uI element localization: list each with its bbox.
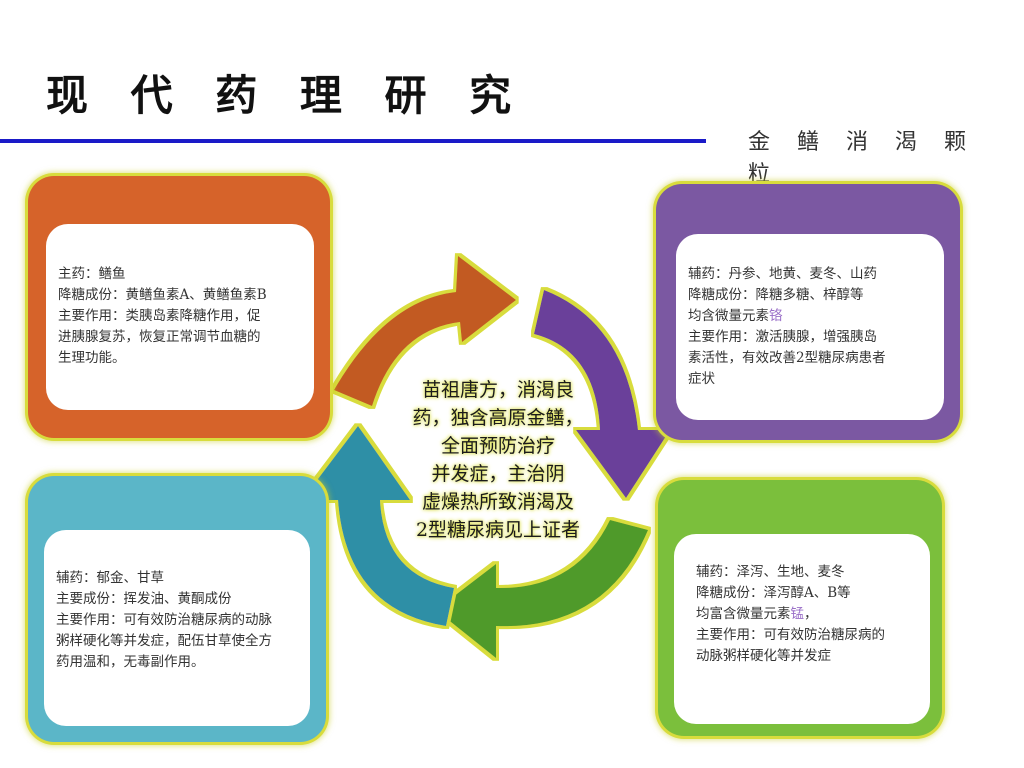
card-line: 进胰腺复苏，恢复正常调节血糖的 (58, 329, 261, 345)
card-line: 主要作用：类胰岛素降糖作用，促 (58, 308, 261, 324)
page-title: 现 代 药 理 研 究 (46, 71, 526, 120)
center-line: 苗祖唐方，消渴良 (421, 379, 574, 401)
center-line: 药，独含高原金鳝， (412, 407, 584, 429)
highlight-element: 铬 (769, 308, 783, 324)
card-auxiliary-herbs-2-body: 辅药：郁金、甘草 主要成份：挥发油、黄酮成份 主要作用：可有效防治糖尿病的动脉 … (44, 530, 310, 726)
highlight-element: 锰 (790, 606, 805, 622)
card-line-text: 均含微量元素 (688, 308, 769, 324)
card-line: 均富含微量元素锰， (696, 604, 918, 625)
product-name: 金 鳝 消 渴 颗 粒 (748, 130, 976, 187)
card-main-herb-body: 主药：鳝鱼 降糖成份：黄鳝鱼素A、黄鳝鱼素B 主要作用：类胰岛素降糖作用，促 进… (46, 224, 314, 410)
card-line: 素活性，有效改善2型糖尿病患者 (688, 350, 886, 366)
card-auxiliary-herbs-1-body: 辅药：丹参、地黄、麦冬、山药 降糖成份：降糖多糖、梓醇等 均含微量元素铬 主要作… (676, 234, 944, 420)
center-line: 2型糖尿病见上证者 (415, 519, 581, 541)
card-line: 均含微量元素铬 (688, 306, 932, 327)
card-auxiliary-herbs-3-body: 辅药：泽泻、生地、麦冬 降糖成份：泽泻醇A、B等 均富含微量元素锰， 主要作用：… (674, 534, 930, 724)
card-auxiliary-herbs-3: 辅药：泽泻、生地、麦冬 降糖成份：泽泻醇A、B等 均富含微量元素锰， 主要作用：… (658, 480, 942, 736)
center-line: 全面预防治疗 (440, 435, 555, 457)
card-line: 主要作用：可有效防治糖尿病的动脉 (56, 612, 272, 628)
card-line: 生理功能。 (58, 350, 126, 366)
card-line: 辅药：丹参、地黄、麦冬、山药 (688, 266, 877, 282)
card-line: 主要成份：挥发油、黄酮成份 (56, 591, 232, 607)
card-line: 主要作用：激活胰腺，增强胰岛 (688, 329, 877, 345)
card-main-herb: 主药：鳝鱼 降糖成份：黄鳝鱼素A、黄鳝鱼素B 主要作用：类胰岛素降糖作用，促 进… (28, 176, 330, 438)
card-line: 主要作用：可有效防治糖尿病的 (696, 627, 885, 643)
card-line: 主药：鳝鱼 (58, 266, 126, 282)
card-line: 辅药：泽泻、生地、麦冬 (696, 564, 845, 580)
center-line: 并发症，主治阴 (431, 463, 565, 485)
title-underline (0, 139, 706, 143)
card-line-text: 均富含微量元素 (696, 606, 791, 622)
card-line: 辅药：郁金、甘草 (56, 570, 164, 586)
card-line: 降糖成份：泽泻醇A、B等 (696, 585, 851, 601)
cycle-arrows (302, 256, 670, 658)
card-line: 药用温和，无毒副作用。 (56, 654, 205, 670)
card-auxiliary-herbs-2: 辅药：郁金、甘草 主要成份：挥发油、黄酮成份 主要作用：可有效防治糖尿病的动脉 … (28, 476, 326, 742)
card-line-text: ， (804, 606, 818, 622)
card-line: 动脉粥样硬化等并发症 (696, 648, 831, 664)
arrow-purple (534, 290, 670, 498)
card-line: 降糖成份：降糖多糖、梓醇等 (688, 287, 864, 303)
card-auxiliary-herbs-1: 辅药：丹参、地黄、麦冬、山药 降糖成份：降糖多糖、梓醇等 均含微量元素铬 主要作… (656, 184, 960, 440)
center-line: 虚燥热所致消渴及 (421, 491, 574, 513)
center-description: 苗祖唐方，消渴良 药，独含高原金鳝， 全面预防治疗 并发症，主治阴 虚燥热所致消… (398, 376, 598, 544)
arrow-teal (302, 426, 454, 626)
card-line: 症状 (688, 371, 715, 387)
arrow-orange (334, 256, 516, 406)
card-line: 粥样硬化等并发症，配伍甘草使全方 (56, 633, 272, 649)
card-line: 降糖成份：黄鳝鱼素A、黄鳝鱼素B (58, 287, 267, 303)
arrow-green (436, 520, 648, 658)
